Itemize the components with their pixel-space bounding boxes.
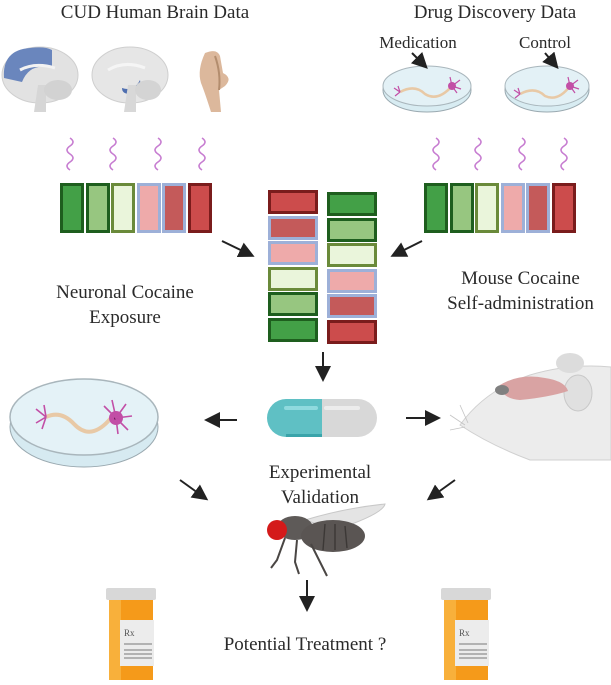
potential-treatment-label: Potential Treatment ? — [223, 634, 387, 655]
svg-text:Rx: Rx — [459, 628, 470, 638]
control-label: Control — [519, 33, 571, 52]
wave-icon — [66, 137, 74, 171]
prescription-bottle-icon: Rx — [106, 588, 156, 680]
signature-cell-dark-green — [424, 183, 448, 233]
neuronal-label-line1: Neuronal Cocaine — [56, 282, 194, 303]
signature-cell-mid-green — [327, 217, 377, 242]
signature-cell-light-red — [136, 183, 161, 233]
petri-dish-neuron-icon — [9, 378, 159, 468]
wave-icon — [109, 137, 117, 171]
signature-cell-light-red — [500, 183, 525, 233]
brain-cortex-icon — [1, 46, 79, 112]
validation-label-line2: Validation — [280, 487, 360, 508]
neuronal-label-line2: Exposure — [89, 307, 161, 328]
arrow-mouse-to-validation-icon — [426, 479, 456, 501]
signature-cell-mid-green — [268, 292, 318, 316]
brain-limbic-icon — [91, 46, 169, 112]
signature-cell-mid-red — [327, 294, 377, 318]
signature-cell-light-green — [327, 243, 377, 267]
prescription-bottle-icon: Rx — [441, 588, 491, 680]
wave-icon — [560, 137, 568, 171]
signature-cell-dark-green — [327, 192, 377, 216]
svg-text:Rx: Rx — [124, 628, 135, 638]
signature-cell-dark-red — [551, 183, 576, 233]
wave-icon — [198, 137, 206, 171]
drug-discovery-title: Drug Discovery Data — [413, 2, 577, 23]
validation-label-line1: Experimental — [268, 462, 372, 483]
mouse-label-line2: Self-administration — [447, 293, 594, 314]
signature-cell-dark-red — [268, 190, 318, 214]
cud-brain-title: CUD Human Brain Data — [60, 2, 250, 23]
arrow-brain-to-signature-icon — [221, 240, 255, 257]
wave-icon — [518, 137, 526, 171]
waves-layer — [66, 137, 568, 171]
signature-cell-light-red — [268, 241, 318, 265]
signature-cell-dark-red — [327, 319, 377, 344]
signature-cell-dark-red — [187, 183, 212, 233]
arrow-drug-to-signature-icon — [390, 240, 423, 257]
petri-dish-control-icon — [504, 65, 590, 113]
signature-cell-mid-red — [268, 215, 318, 240]
signature-cell-mid-green — [449, 183, 474, 233]
signature-cell-mid-red — [526, 183, 550, 233]
signature-cell-light-green — [268, 266, 318, 291]
arrow-control-icon — [542, 51, 559, 70]
arrow-medication-icon — [410, 51, 428, 69]
signature-cell-light-green — [111, 183, 135, 233]
medication-label: Medication — [379, 33, 457, 52]
arrow-neuron-to-validation-icon — [179, 479, 209, 501]
mouse-brain-icon — [449, 353, 611, 461]
wave-icon — [432, 137, 440, 171]
fruit-fly-icon — [267, 503, 386, 577]
brainstem-icon — [199, 51, 229, 112]
pill-capsule-icon — [267, 399, 377, 437]
signature-cell-dark-green — [268, 317, 318, 342]
signature-cell-mid-green — [85, 183, 110, 233]
petri-dish-medication-icon — [382, 65, 472, 113]
wave-icon — [474, 137, 482, 171]
signature-cell-mid-red — [162, 183, 186, 233]
mouse-label-line1: Mouse Cocaine — [461, 268, 580, 289]
signature-cell-light-red — [327, 268, 377, 293]
signature-cell-dark-green — [60, 183, 84, 233]
signature-cell-light-green — [475, 183, 499, 233]
wave-icon — [154, 137, 162, 171]
